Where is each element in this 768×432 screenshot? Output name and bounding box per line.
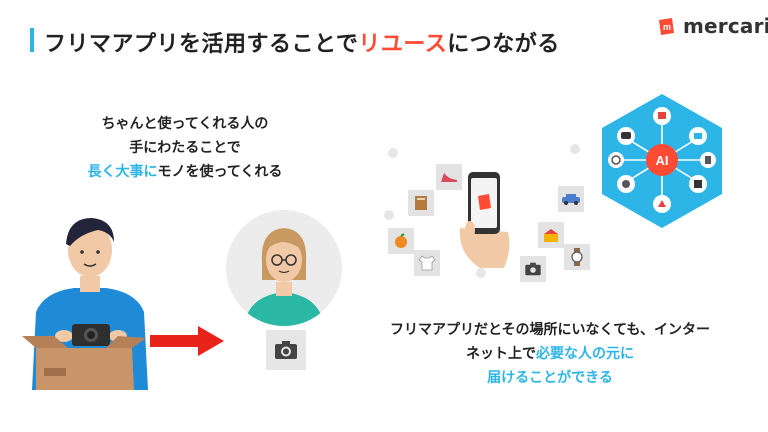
left-caption: ちゃんと使ってくれる人の 手にわたることで 長く大事にモノを使ってくれる — [60, 112, 310, 184]
page-title: フリマアプリを活用することでリユースにつながる — [44, 26, 560, 58]
right-caption-line2: ネット上で必要な人の元に — [380, 342, 720, 366]
book-item-tile — [408, 190, 434, 216]
car-icon — [562, 194, 580, 205]
left-caption-line1: ちゃんと使ってくれる人の — [101, 116, 269, 132]
decor-dot — [570, 144, 580, 154]
right-caption-pre: ネット上で — [466, 346, 536, 362]
orange-icon — [395, 233, 407, 248]
right-caption-blue: 必要な人の元に — [536, 346, 634, 362]
title-highlight: リユース — [358, 32, 448, 57]
mercari-logo-icon: m — [655, 15, 677, 37]
decor-dot — [388, 148, 398, 158]
camera-icon — [275, 341, 297, 359]
cake-item-tile — [538, 222, 564, 248]
camera-item-tile — [266, 330, 306, 370]
transfer-arrow-icon — [150, 326, 224, 356]
right-caption-line3: 届けることができる — [487, 370, 613, 386]
smartphone-icon — [459, 172, 510, 268]
left-caption-line3: 長く大事にモノを使ってくれる — [60, 160, 310, 184]
svg-text:m: m — [663, 22, 671, 32]
title-accent-bar — [30, 28, 34, 52]
book-icon — [415, 196, 427, 210]
title-after: につながる — [447, 32, 560, 57]
right-caption-line1: フリマアプリだとその場所にいなくても、インター — [389, 322, 711, 338]
ai-matching-hub: AI — [598, 92, 726, 230]
shirt-item-tile — [414, 250, 440, 276]
camera-item-tile-2 — [520, 256, 546, 282]
heel-icon — [441, 173, 457, 182]
ai-hub-label: AI — [656, 153, 669, 168]
buyer-avatar — [226, 210, 342, 326]
seller-illustration — [14, 200, 164, 390]
marketplace-items-illustration — [380, 140, 590, 290]
watch-item-tile — [564, 244, 590, 270]
mercari-logo: m mercari — [655, 14, 768, 38]
decor-dot — [384, 210, 394, 220]
right-caption: フリマアプリだとその場所にいなくても、インター ネット上で必要な人の元に 届ける… — [380, 318, 720, 390]
fruit-item-tile — [388, 228, 414, 254]
heel-item-tile — [436, 164, 462, 190]
left-caption-line2: 手にわたることで — [129, 140, 241, 156]
mercari-logo-text: mercari — [683, 14, 768, 38]
left-caption-rest: モノを使ってくれる — [157, 164, 283, 180]
decor-dot — [476, 268, 486, 278]
cake-icon — [544, 229, 558, 242]
watch-icon — [571, 248, 583, 266]
left-caption-blue: 長く大事に — [87, 164, 158, 180]
shirt-icon — [418, 255, 436, 271]
car-item-tile — [558, 186, 584, 212]
camera-icon — [525, 262, 541, 276]
title-before: フリマアプリを活用することで — [44, 32, 359, 57]
